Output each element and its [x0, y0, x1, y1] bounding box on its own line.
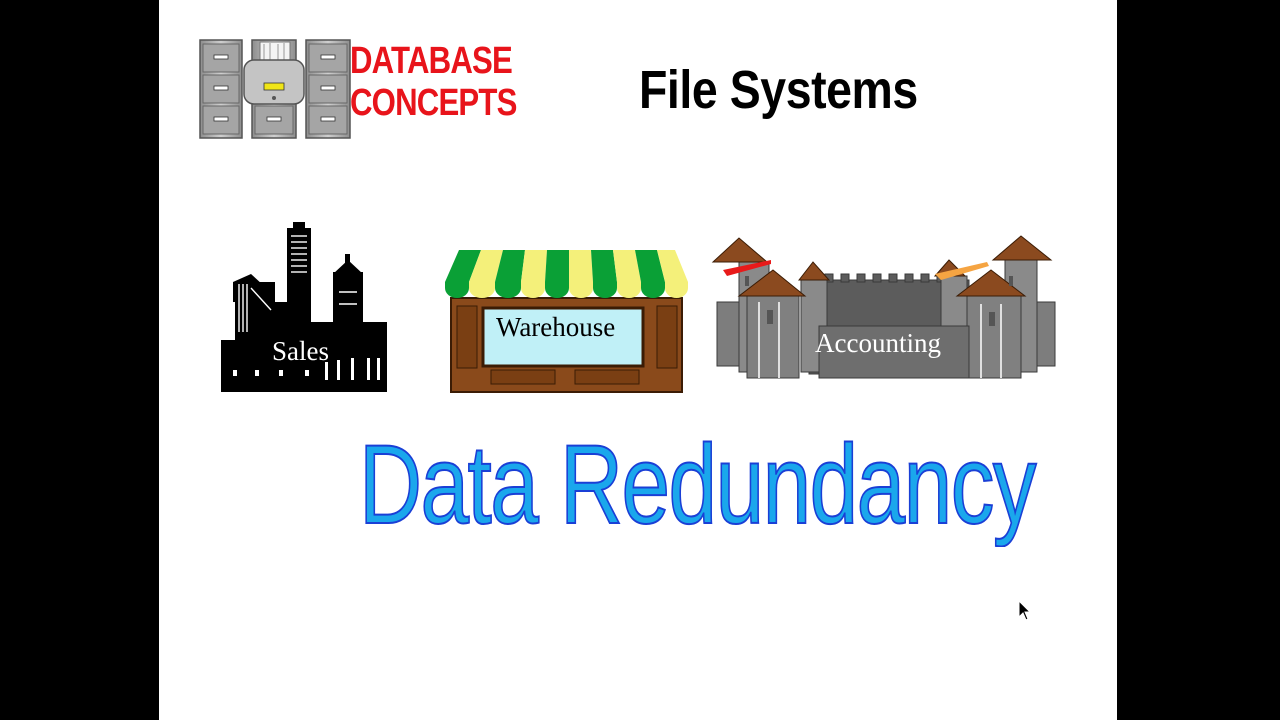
slide: DATABASE CONCEPTS File Systems — [159, 0, 1117, 720]
accounting-label: Accounting — [815, 328, 941, 358]
logo-line-2: CONCEPTS — [350, 82, 517, 124]
page-title: File Systems — [639, 60, 918, 120]
mouse-pointer-icon — [1018, 600, 1032, 621]
logo-line-1: DATABASE — [350, 40, 513, 82]
city-skyline-icon — [221, 222, 387, 392]
castle-icon — [711, 235, 1056, 379]
warehouse-label: Warehouse — [496, 312, 616, 342]
filing-cabinets-icon — [199, 39, 351, 139]
data-redundancy-heading: Data Redundancy — [358, 421, 1037, 548]
logo-wordmark: DATABASE CONCEPTS — [350, 40, 517, 124]
sales-label: Sales — [272, 336, 329, 366]
storefront-awning-icon — [445, 250, 688, 393]
